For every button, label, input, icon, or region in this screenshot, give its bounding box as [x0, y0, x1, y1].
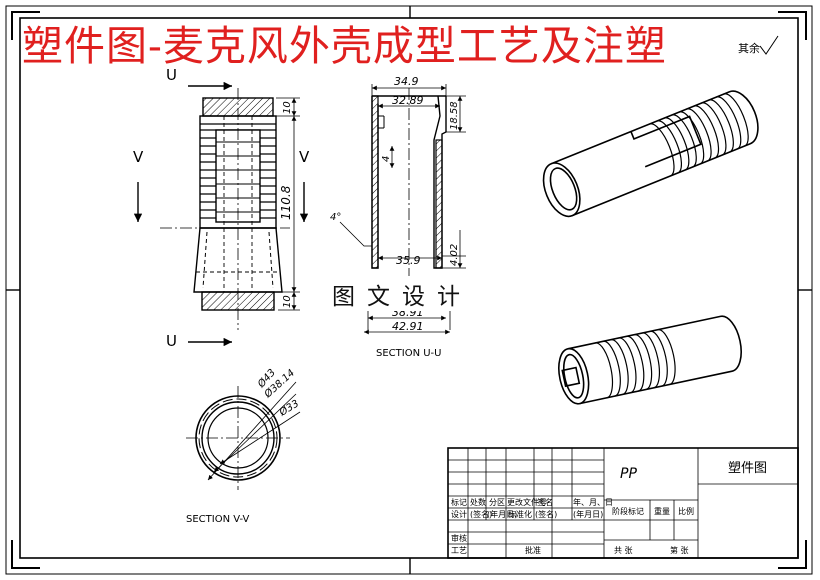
section-indicators — [133, 81, 309, 347]
isometric-view-top — [542, 90, 759, 218]
svg-text:处数: 处数 — [470, 497, 486, 507]
svg-text:设计: 设计 — [451, 509, 467, 519]
svg-text:阶段标记: 阶段标记 — [612, 506, 644, 516]
dim-slot-depth: 4 — [381, 156, 392, 162]
svg-text:(签名): (签名) — [535, 509, 557, 519]
dim-top-width: 34.9 — [394, 75, 419, 88]
section-uu-view — [339, 84, 466, 335]
title-block-text: 标记 处数 分区 更改文件号 签名 年、月、日 设计 (签名) (年月日) 标准… — [451, 497, 694, 555]
label-v-left: V — [133, 148, 144, 166]
dim-right-top: 18.58 — [449, 101, 460, 130]
svg-text:(年月日): (年月日) — [573, 509, 603, 519]
drawing-title-banner: 塑件图-麦克风外壳成型工艺及注塑 — [22, 22, 667, 70]
title-block — [447, 447, 799, 559]
dim-front-top: 10 — [282, 101, 293, 114]
svg-text:标记: 标记 — [451, 497, 467, 507]
dim-front-bottom: 10 — [282, 295, 293, 308]
dim-bottom-inner: 35.9 — [396, 254, 421, 267]
svg-text:年、月、日: 年、月、日 — [573, 497, 613, 507]
surface-roughness-note: 其余 — [738, 35, 779, 55]
front-view — [160, 88, 290, 330]
svg-text:更改文件号: 更改文件号 — [507, 497, 547, 507]
svg-text:(年月日): (年月日) — [487, 509, 517, 519]
svg-text:比例: 比例 — [678, 506, 694, 516]
svg-text:签名: 签名 — [537, 497, 553, 507]
front-dimensions — [276, 97, 300, 311]
svg-text:重量: 重量 — [654, 506, 670, 516]
svg-text:分区: 分区 — [489, 498, 505, 507]
title-block-part-name: 塑件图 — [728, 461, 767, 476]
label-v-right: V — [299, 148, 310, 166]
label-section-vv: SECTION V-V — [186, 514, 250, 525]
svg-text:批准: 批准 — [525, 545, 541, 555]
svg-text:其余: 其余 — [738, 41, 760, 55]
isometric-view-bottom — [558, 315, 742, 405]
svg-text:第 张: 第 张 — [670, 545, 689, 555]
svg-text:(签名): (签名) — [470, 509, 492, 519]
drawing-frame — [5, 5, 813, 575]
dim-front-length: 110.8 — [279, 185, 293, 220]
svg-text:工艺: 工艺 — [451, 546, 467, 555]
label-u-bottom: U — [166, 332, 177, 350]
svg-text:共 张: 共 张 — [614, 546, 633, 555]
watermark-text: 图文设计 — [330, 277, 474, 311]
svg-text:审核: 审核 — [451, 533, 467, 543]
label-section-uu: SECTION U-U — [376, 348, 441, 359]
dim-inner-top: 32.89 — [392, 94, 424, 107]
dim-right-bottom: 4.02 — [449, 244, 460, 266]
dim-angle: 4° — [330, 212, 341, 223]
dim-outer-2: 42.91 — [392, 320, 424, 333]
svg-text:标准化: 标准化 — [508, 509, 532, 519]
title-block-material: PP — [620, 466, 637, 482]
label-u-top: U — [166, 66, 177, 84]
section-vv-view — [186, 381, 301, 490]
